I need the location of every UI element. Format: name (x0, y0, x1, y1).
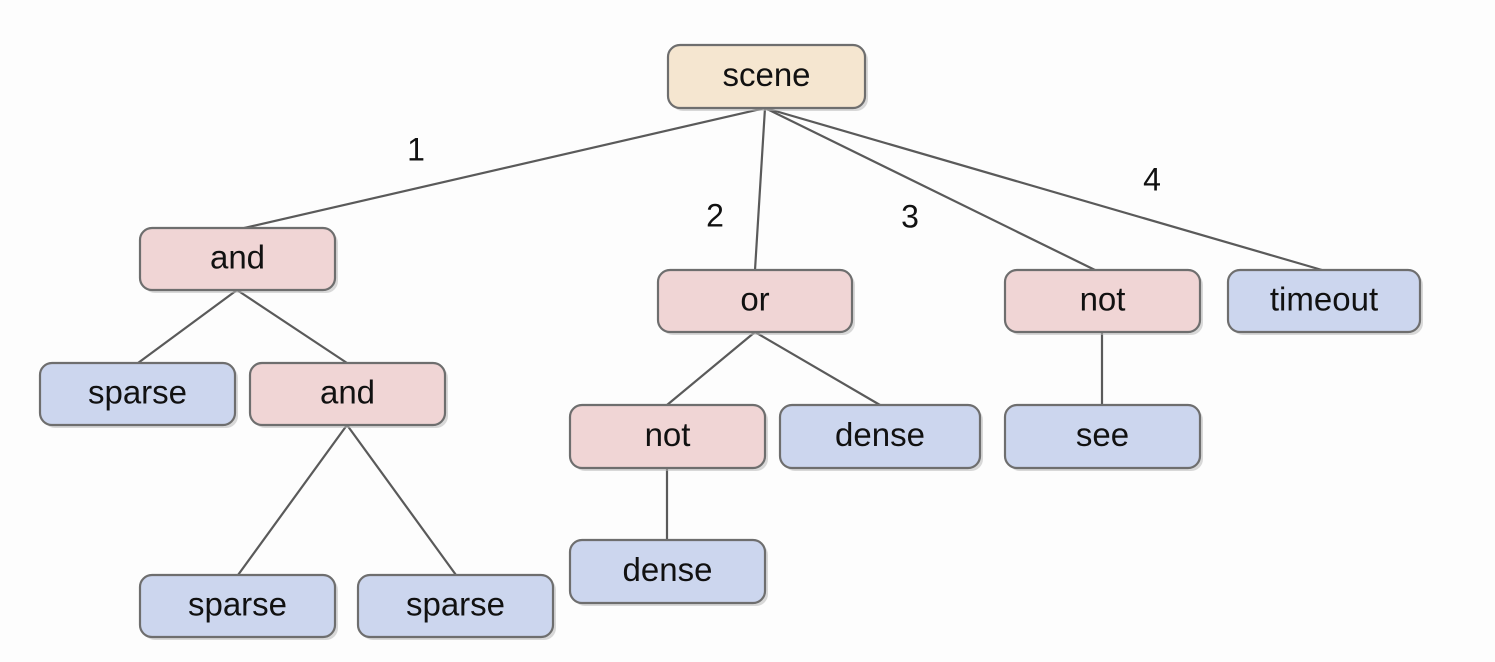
nodes-layer: scene and or not timeout sparse and not dense see… (38, 43, 1423, 640)
node-label: timeout (1270, 281, 1378, 318)
tree-edge (238, 106, 767, 231)
tree-node-dense2[interactable]: dense (568, 538, 768, 606)
tree-node-see1[interactable]: see (1003, 403, 1203, 471)
tree-node-and1[interactable]: and (138, 226, 338, 293)
edge-label-1: 1 (407, 131, 425, 167)
node-box[interactable] (1003, 403, 1202, 470)
tree-node-not2[interactable]: not (568, 403, 768, 471)
node-label: and (320, 374, 375, 411)
tree-edge (136, 288, 239, 365)
node-label: or (740, 281, 769, 318)
node-box[interactable] (356, 573, 555, 639)
node-box[interactable] (138, 573, 337, 639)
node-box[interactable] (778, 403, 982, 470)
tree-edge (665, 330, 757, 407)
edge-label-2: 2 (706, 197, 724, 233)
node-box[interactable] (1226, 268, 1422, 334)
tree-edge (236, 423, 349, 577)
node-label: sparse (406, 586, 505, 623)
tree-node-timeout1[interactable]: timeout (1226, 268, 1423, 335)
node-label: sparse (88, 374, 187, 411)
node-box[interactable] (248, 361, 447, 427)
node-box[interactable] (138, 226, 337, 292)
edge-label-4: 4 (1143, 161, 1161, 197)
tree-edge (345, 423, 458, 577)
node-box[interactable] (38, 361, 237, 427)
edge-labels-layer: 1 2 3 4 (407, 131, 1161, 234)
node-label: sparse (188, 586, 287, 623)
tree-node-sparse3[interactable]: sparse (356, 573, 556, 640)
tree-edge (753, 106, 767, 272)
node-label: and (210, 239, 265, 276)
node-label: dense (623, 551, 713, 588)
tree-node-sparse2[interactable]: sparse (138, 573, 338, 640)
tree-edge (235, 288, 349, 365)
node-box[interactable] (568, 403, 767, 470)
node-box[interactable] (568, 538, 767, 605)
node-box[interactable] (1003, 268, 1202, 334)
node-label: scene (722, 56, 810, 93)
tree-edge (753, 330, 882, 407)
tree-node-scene[interactable]: scene (666, 43, 868, 111)
edge-label-3: 3 (901, 198, 919, 234)
node-label: see (1076, 416, 1129, 453)
node-label: not (1080, 281, 1126, 318)
tree-node-not1[interactable]: not (1003, 268, 1203, 335)
tree-node-or1[interactable]: or (656, 268, 855, 335)
tree-node-and2[interactable]: and (248, 361, 448, 428)
node-label: dense (835, 416, 925, 453)
edges-layer (136, 106, 1324, 577)
tree-node-dense1[interactable]: dense (778, 403, 983, 471)
tree-edge (763, 106, 1324, 272)
node-box[interactable] (666, 43, 867, 110)
node-box[interactable] (656, 268, 854, 334)
node-label: not (645, 416, 691, 453)
tree-edge (763, 106, 1097, 272)
tree-node-sparse1[interactable]: sparse (38, 361, 238, 428)
